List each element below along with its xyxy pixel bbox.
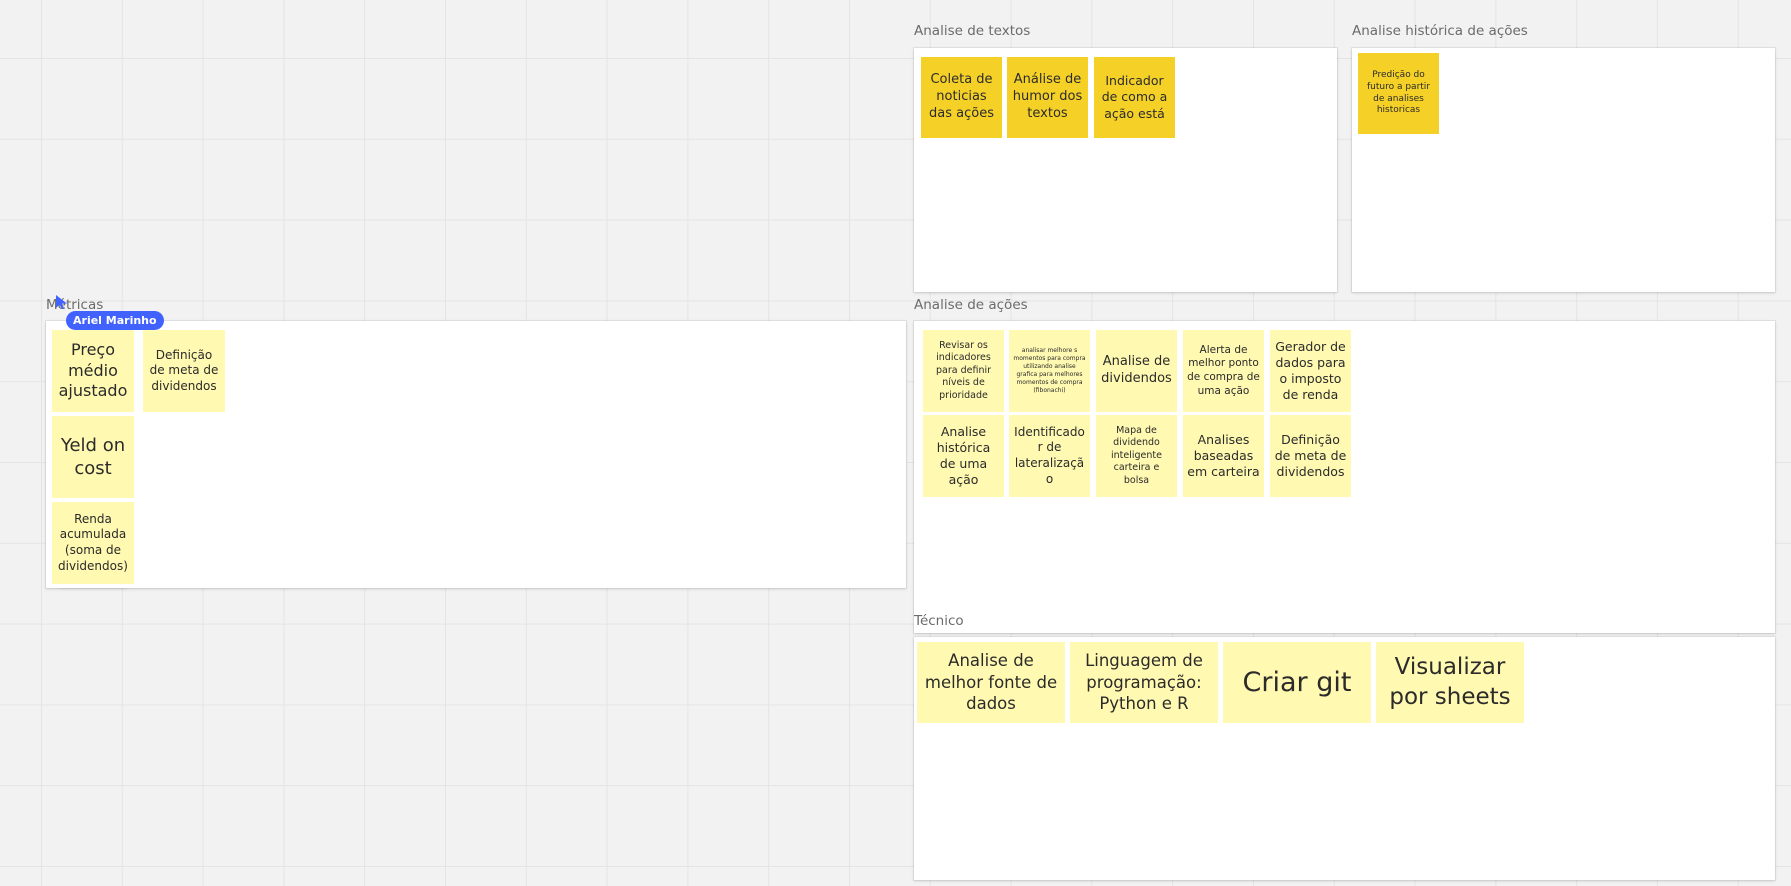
- sticky-note[interactable]: Predição do futuro a partir de analises …: [1358, 53, 1439, 134]
- sticky-note[interactable]: Análise de humor dos textos: [1007, 57, 1088, 138]
- frame-title-analise-textos[interactable]: Analise de textos: [914, 23, 1031, 39]
- sticky-note[interactable]: Definição de meta de dividendos: [143, 330, 225, 412]
- sticky-note[interactable]: Analises baseadas em carteira: [1183, 415, 1264, 497]
- sticky-note[interactable]: Coleta de noticias das ações: [921, 57, 1002, 138]
- sticky-note[interactable]: Analise histórica de uma ação: [923, 415, 1004, 497]
- sticky-note[interactable]: Visualizar por sheets: [1376, 642, 1524, 723]
- sticky-note[interactable]: Alerta de melhor ponto de compra de uma …: [1183, 330, 1264, 412]
- sticky-note[interactable]: Mapa de dividendo inteligente carteira e…: [1096, 415, 1177, 497]
- sticky-note[interactable]: Preço médio ajustado: [52, 330, 134, 412]
- sticky-note[interactable]: Revisar os indicadores para definir níve…: [923, 330, 1004, 412]
- collaborator-cursor-label: Ariel Marinho: [66, 311, 164, 330]
- sticky-note[interactable]: Indicador de como a ação está: [1094, 57, 1175, 138]
- sticky-note[interactable]: Analise de melhor fonte de dados: [917, 642, 1065, 723]
- sticky-note[interactable]: Identificador de lateralização: [1009, 415, 1090, 497]
- sticky-note[interactable]: Gerador de dados para o imposto de renda: [1270, 330, 1351, 412]
- sticky-note[interactable]: Analise de dividendos: [1096, 330, 1177, 412]
- pointer-arrow-icon: [56, 295, 67, 309]
- sticky-note[interactable]: analisar melhore s momentos para compra …: [1009, 330, 1090, 412]
- sticky-note[interactable]: Yeld on cost: [52, 416, 134, 498]
- sticky-note[interactable]: Criar git: [1223, 642, 1371, 723]
- sticky-note[interactable]: Renda acumulada (soma de dividendos): [52, 502, 134, 584]
- frame-title-tecnico[interactable]: Técnico: [914, 613, 964, 629]
- sticky-note[interactable]: Definição de meta de dividendos: [1270, 415, 1351, 497]
- frame-title-analise-acoes[interactable]: Analise de ações: [914, 297, 1028, 313]
- sticky-note[interactable]: Linguagem de programação: Python e R: [1070, 642, 1218, 723]
- frame-title-analise-historica[interactable]: Analise histórica de ações: [1352, 23, 1528, 39]
